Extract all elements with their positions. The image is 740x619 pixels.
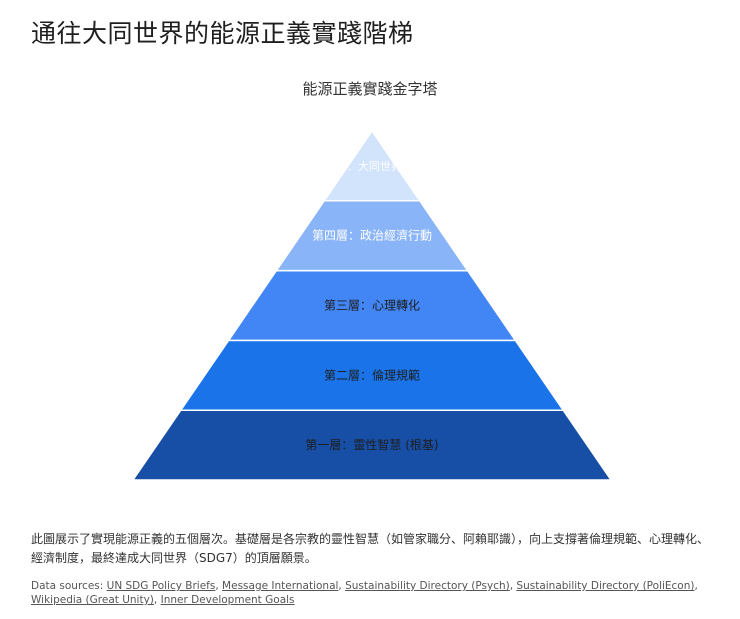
source-link-sustainability-psych[interactable]: Sustainability Directory (Psych): [345, 580, 510, 592]
pyramid-level-1-label: 第一層：靈性智慧 (根基): [305, 437, 438, 452]
chart-title: 能源正義實踐金字塔: [302, 80, 438, 98]
source-link-un-sdg[interactable]: UN SDG Policy Briefs: [106, 580, 216, 592]
chart-description: 此圖展示了實現能源正義的五個層次。基礎層是各宗教的靈性智慧（如管家職分、阿賴耶識…: [31, 532, 710, 565]
source-link-wikipedia-great-unity[interactable]: Wikipedia (Great Unity): [31, 594, 154, 606]
page-title: 通往大同世界的能源正義實踐階梯: [31, 19, 414, 48]
pyramid-level-3-label: 第三層：心理轉化: [324, 299, 420, 313]
pyramid-level-5-label: 第五層：大同世界 (The: [314, 159, 430, 173]
pyramid-chart: 第一層：靈性智慧 (根基) 第二層：倫理規範第三層：心理轉化第四層：政治經濟行動第…: [131, 129, 613, 481]
source-link-message-international[interactable]: Message International: [222, 580, 339, 592]
pyramid-level-2-label: 第二層：倫理規範: [324, 367, 420, 382]
source-link-inner-development-goals[interactable]: Inner Development Goals: [160, 594, 295, 606]
pyramid-level-4-label: 第四層：政治經濟行動: [312, 228, 432, 243]
pyramid-level-5: [322, 129, 422, 202]
sources-label: Data sources:: [31, 580, 104, 592]
source-link-sustainability-poliecon[interactable]: Sustainability Directory (PoliEcon): [516, 580, 695, 592]
data-sources: Data sources: UN SDG Policy Briefs, Mess…: [31, 580, 698, 606]
